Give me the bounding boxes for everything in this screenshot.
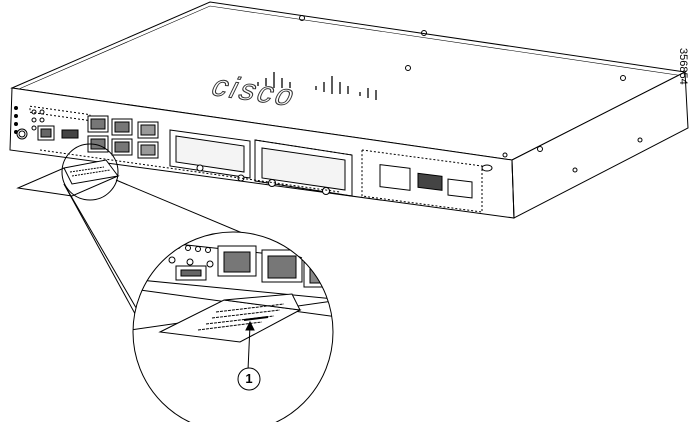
magnifier-source-circle bbox=[61, 143, 119, 201]
magnified-detail bbox=[133, 232, 333, 422]
pull-tab-magnified bbox=[158, 293, 302, 343]
callout-number-1: 1 bbox=[245, 371, 253, 386]
front-panel bbox=[14, 105, 493, 213]
ethernet-ports bbox=[87, 115, 159, 159]
callout-arrowhead bbox=[245, 320, 255, 331]
cisco-logo bbox=[257, 72, 377, 100]
callout-leader bbox=[247, 324, 251, 371]
power-button bbox=[16, 128, 28, 140]
magnifier-detail-circle bbox=[132, 231, 334, 422]
pull-tab-main bbox=[16, 159, 120, 197]
callout-circle-1 bbox=[237, 367, 261, 391]
zoom-line-left bbox=[63, 183, 143, 319]
figure-id: 356854 bbox=[677, 48, 689, 85]
